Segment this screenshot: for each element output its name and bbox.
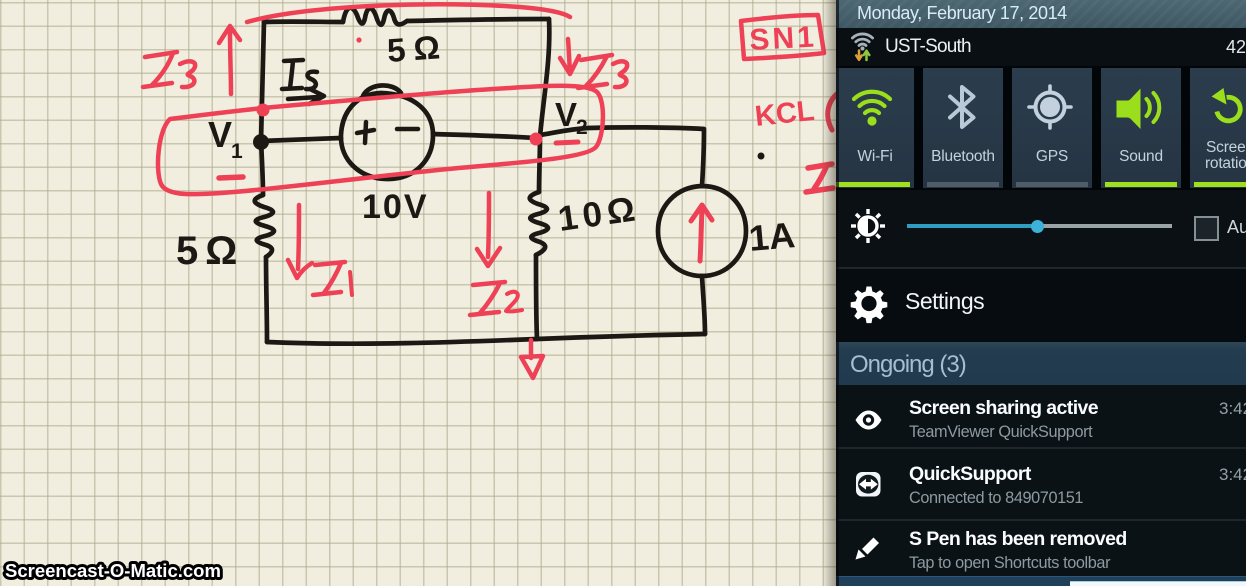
svg-text:V: V (555, 96, 577, 133)
svg-text:10Ω: 10Ω (556, 189, 643, 239)
svg-text:2: 2 (576, 116, 588, 139)
svg-text:V: V (208, 114, 232, 155)
svg-text:Screencast-O-Matic.com: Screencast-O-Matic.com (5, 560, 221, 581)
svg-text:1A: 1A (747, 214, 796, 259)
svg-text:SN1: SN1 (749, 21, 818, 57)
svg-text:5Ω: 5Ω (386, 28, 449, 69)
svg-text:5Ω: 5Ω (176, 229, 244, 273)
svg-text:KCL: KCL (753, 95, 816, 133)
svg-text:10V: 10V (362, 188, 429, 226)
svg-text:1: 1 (231, 140, 243, 163)
